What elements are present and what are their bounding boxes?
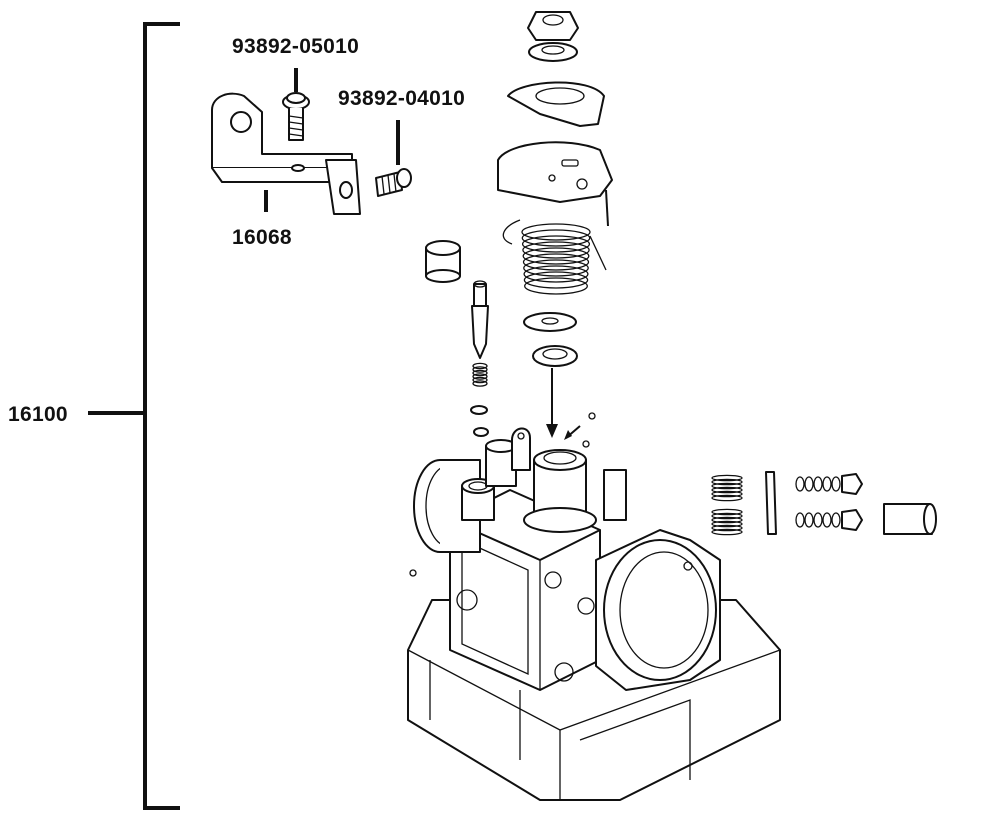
assembly-bracket: [88, 22, 180, 810]
leader-lines: [264, 68, 400, 212]
small-parts: [409, 240, 596, 577]
label-16068: 16068: [232, 226, 292, 249]
carburetor-body: [407, 427, 781, 801]
cam-plate-lower: [497, 141, 613, 227]
coil-spring: [502, 219, 607, 295]
screw-93892-05010: [282, 92, 310, 141]
label-16100: 16100: [8, 403, 68, 426]
label-93892-05010: 93892-05010: [232, 35, 360, 58]
screw-93892-04010: [375, 168, 412, 197]
idle-screw-parts: [711, 471, 937, 536]
washers: [523, 312, 578, 367]
top-nut: [527, 11, 579, 62]
bracket-16068: [211, 92, 361, 215]
label-93892-04010: 93892-04010: [338, 87, 466, 110]
cam-plate-upper: [507, 81, 605, 127]
